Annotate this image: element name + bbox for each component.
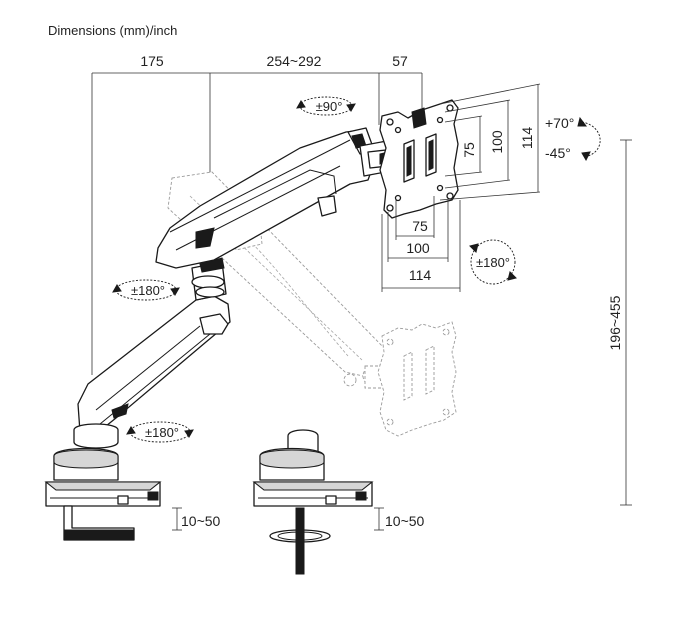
dim-head-depth: 57 xyxy=(392,53,408,69)
rotation-label-arm-joint: ±180° xyxy=(131,283,165,298)
rotation-icon-screen xyxy=(469,239,517,285)
vesa-horizontal-dimensions xyxy=(381,196,461,292)
rotation-icon-arm-joint xyxy=(112,279,180,301)
vesa-height-100: 100 xyxy=(489,130,505,154)
vesa-width-114: 114 xyxy=(409,267,432,283)
top-dimension-line xyxy=(91,72,423,375)
rotation-label-screen: ±180° xyxy=(476,255,510,270)
ghost-vesa-plate xyxy=(377,321,457,437)
rotation-label-base-joint: ±180° xyxy=(145,425,179,440)
desk-grommet-base xyxy=(252,429,374,575)
dim-arm-second-segment: 254~292 xyxy=(267,53,322,69)
rotation-label-swivel-top: ±90° xyxy=(316,99,343,114)
tilt-arc-icon xyxy=(577,116,601,162)
lower-arm xyxy=(73,295,231,449)
diagram-heading: Dimensions (mm)/inch xyxy=(48,23,177,38)
clamp-thickness-dimension xyxy=(172,507,182,531)
tilt-down-label: -45° xyxy=(545,145,571,161)
height-range-label: 196~455 xyxy=(607,295,623,350)
rotation-icon-swivel-top xyxy=(296,96,356,116)
elbow-joint xyxy=(191,257,227,301)
desk-clamp-base xyxy=(44,447,162,541)
vesa-height-114: 114 xyxy=(519,127,535,150)
vesa-width-100: 100 xyxy=(406,240,430,256)
vesa-vertical-dimensions xyxy=(439,83,541,201)
vesa-plate xyxy=(379,99,459,219)
rotation-icon-base-joint xyxy=(126,421,194,443)
tilt-up-label: +70° xyxy=(545,115,574,131)
height-range-dimension xyxy=(620,139,632,506)
vesa-height-75: 75 xyxy=(461,142,477,158)
grommet-thickness-dimension xyxy=(374,507,384,531)
vesa-width-75: 75 xyxy=(412,218,428,234)
grommet-thickness-label: 10~50 xyxy=(385,513,425,529)
dim-arm-first-segment: 175 xyxy=(140,53,164,69)
clamp-thickness-label: 10~50 xyxy=(181,513,221,529)
